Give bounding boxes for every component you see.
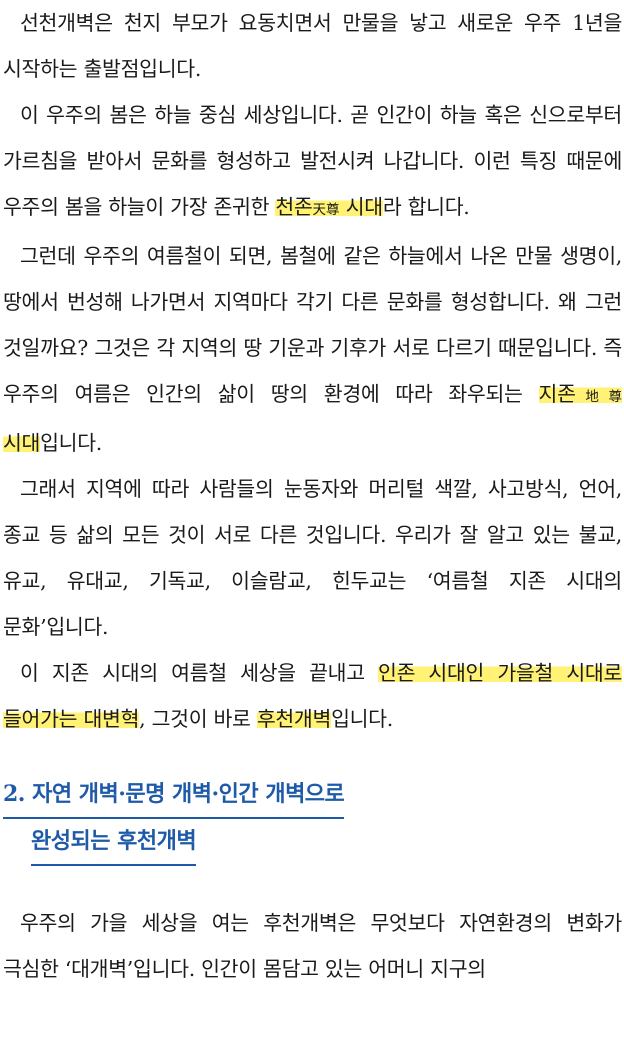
- section-heading: 2. 자연 개벽·문명 개벽·인간 개벽으로 완성되는 후천개벽: [3, 772, 622, 866]
- paragraph-1-text: 선천개벽은 천지 부모가 요동치면서 만물을 낳고 새로운 우주 1년을 시작하…: [3, 11, 622, 81]
- highlight-jijon-era: 시대: [3, 431, 41, 455]
- highlight-jijon-word: 지존: [538, 382, 576, 406]
- highlight-hucheon-gaebyeok: 후천개벽: [256, 707, 332, 731]
- paragraph-4-text: 그래서 지역에 따라 사람들의 눈동자와 머리털 색깔, 사고방식, 언어, 종…: [3, 477, 622, 639]
- paragraph-2-text: 이 우주의 봄은 하늘 중심 세상입니다. 곧 인간이 하늘 혹은 신으로부터 …: [3, 103, 622, 219]
- highlight-cheonjon-word: 천존: [275, 195, 313, 219]
- section-heading-text-2: 완성되는 후천개벽: [31, 819, 197, 866]
- paragraph-5-middle: , 그것이 바로: [139, 707, 257, 731]
- paragraph-2-end: 라 합니다.: [382, 195, 470, 219]
- section-heading-line-1: 2. 자연 개벽·문명 개벽·인간 개벽으로: [3, 772, 622, 819]
- section-heading-line-2: 완성되는 후천개벽: [3, 819, 622, 866]
- hanja-jijon: 地尊: [575, 389, 623, 405]
- paragraph-5: 이 지존 시대의 여름철 세상을 끝내고 인존 시대인 가을철 시대로 들어가는…: [3, 650, 622, 742]
- paragraph-5-end: 입니다.: [331, 707, 393, 731]
- paragraph-2: 이 우주의 봄은 하늘 중심 세상입니다. 곧 인간이 하늘 혹은 신으로부터 …: [3, 92, 622, 233]
- paragraph-1: 선천개벽은 천지 부모가 요동치면서 만물을 낳고 새로운 우주 1년을 시작하…: [3, 0, 622, 92]
- section-heading-text-1: 2. 자연 개벽·문명 개벽·인간 개벽으로: [3, 772, 345, 819]
- paragraph-4: 그래서 지역에 따라 사람들의 눈동자와 머리털 색깔, 사고방식, 언어, 종…: [3, 466, 622, 650]
- paragraph-3: 그런데 우주의 여름철이 되면, 봄철에 같은 하늘에서 나온 만물 생명이, …: [3, 233, 622, 466]
- hanja-cheonjon: 天尊: [312, 202, 340, 218]
- paragraph-3-end: 입니다.: [40, 431, 103, 455]
- paragraph-6: 우주의 가을 세상을 여는 후천개벽은 무엇보다 자연환경의 변화가 극심한 ‘…: [3, 900, 622, 992]
- highlight-cheonjon-era: 시대: [339, 195, 383, 219]
- paragraph-6-text: 우주의 가을 세상을 여는 후천개벽은 무엇보다 자연환경의 변화가 극심한 ‘…: [3, 911, 622, 981]
- paragraph-3-text: 그런데 우주의 여름철이 되면, 봄철에 같은 하늘에서 나온 만물 생명이, …: [3, 244, 622, 406]
- highlight-cheonjon: 천존天尊 시대: [275, 195, 383, 219]
- paragraph-5-text: 이 지존 시대의 여름철 세상을 끝내고: [20, 661, 379, 685]
